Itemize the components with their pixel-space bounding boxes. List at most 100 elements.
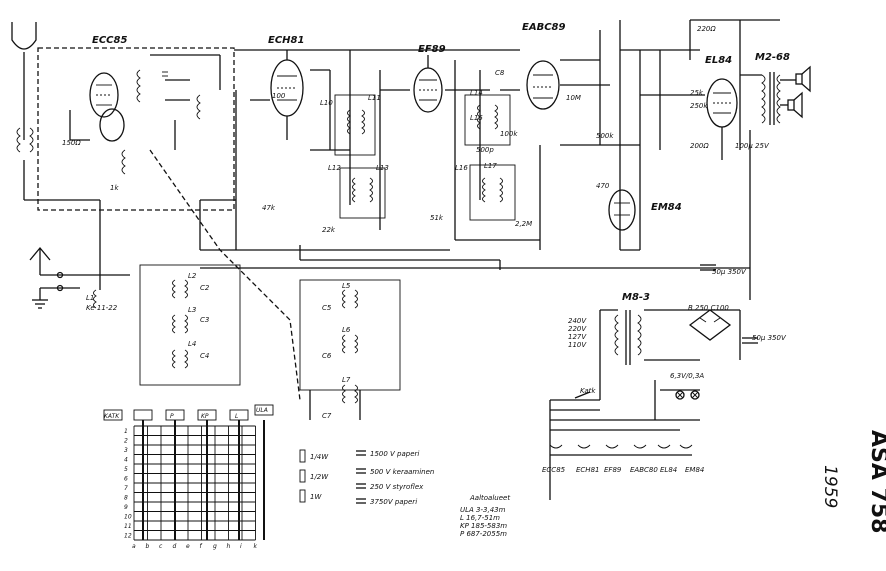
tuning-gang-link [149, 149, 301, 401]
table-row-number: 8 [124, 495, 128, 502]
model-title: ASA 758 [866, 430, 886, 533]
fil-ef89: EF89 [604, 466, 622, 474]
speaker-icon [780, 65, 811, 119]
table-col-label: h [227, 543, 231, 550]
table-row-number: 7 [124, 485, 128, 492]
tap-110: 110V [568, 341, 587, 349]
l11-label: L11 [368, 94, 381, 102]
fil-eabc80: EABC80 [630, 466, 658, 474]
bands-title: Aaltoalueet [469, 494, 510, 502]
el84-label: EL84 [705, 55, 732, 66]
cap1-value: 50µ 350V [712, 268, 747, 276]
r500k-label: 500k [596, 132, 614, 140]
ecc85-coils [69, 54, 221, 175]
table-row-number: 2 [124, 438, 128, 445]
filament-chain [549, 429, 693, 456]
fil-em84: EM84 [685, 466, 704, 474]
l4-label: L4 [188, 340, 196, 348]
c3-value: 100µ 25V [735, 142, 770, 150]
r220-label: 220Ω [697, 25, 716, 33]
table-col-label: g [213, 543, 217, 550]
lamp-label: 6,3V/0,3A [670, 372, 704, 380]
ext-antenna [29, 246, 90, 309]
r10m-label: 10M [566, 94, 581, 102]
l14-label: L14 [470, 89, 483, 97]
ecc85-tube [89, 72, 125, 142]
c7-label: C7 [322, 412, 332, 420]
table-col-label: a [132, 543, 136, 550]
r250k-label: 250k [690, 102, 708, 110]
m2-68-label: M2-68 [755, 52, 790, 63]
l6-label: L6 [342, 326, 351, 334]
table-head-kp: KP [201, 413, 209, 420]
r25k-label: 25k [690, 89, 704, 97]
table-col-label: i [240, 543, 242, 550]
r22k-label: 22k [322, 226, 336, 234]
table-row-number: 9 [124, 504, 128, 511]
table-head-ula: ULA [256, 407, 268, 414]
bridge-rectifier [688, 309, 732, 341]
table-col-label: e [186, 543, 190, 550]
ecc85-label: ECC85 [92, 35, 127, 46]
table-row-number: 11 [124, 523, 132, 530]
l17-label: L17 [484, 162, 497, 170]
band-l: L 16,7-51m [460, 514, 500, 522]
osc-coil-bank [299, 279, 401, 420]
eabc89-label: EABC89 [522, 22, 565, 33]
tap-127: 127V [568, 333, 587, 341]
table-col-label: b [146, 543, 150, 550]
fil-ech81: ECH81 [576, 466, 599, 474]
r200-label: 200Ω [690, 142, 709, 150]
table-row-number: 6 [124, 476, 128, 483]
table-col-label: c [159, 543, 163, 550]
cap-legend-3750: 3750V paperi [370, 498, 417, 506]
band-p: P 687-2055m [460, 530, 507, 538]
band-list: Aaltoalueet ULA 3-3,43m L 16,7-51m KP 18… [460, 494, 510, 538]
filter-cap-2 [742, 337, 758, 344]
cap-legend-250: 250 V styroflex [370, 483, 424, 491]
tap-220: 220V [568, 325, 587, 333]
c6-label: C6 [322, 352, 332, 360]
ef89-tube [413, 55, 443, 113]
r1k-label: 1k [110, 184, 119, 192]
katk-label: Katk [580, 387, 596, 395]
if-transformer-3 [464, 94, 511, 146]
capacitor-legend: 1500 V paperi 500 V keraaminen 250 V sty… [356, 450, 434, 506]
legend-quarter-w: 1/4W [310, 453, 329, 461]
mains-taps: 240V 220V 127V 110V [568, 317, 587, 349]
band-kp: KP 185-583m [460, 522, 507, 530]
table-head-katk: KATK [104, 413, 120, 420]
cap2-value: 50µ 350V [752, 334, 787, 342]
r22m-label: 2,2M [515, 220, 532, 228]
table-head-l: L [235, 413, 238, 420]
legend-one-w: 1W [310, 493, 322, 501]
el84-tube [706, 78, 738, 128]
output-transformer [761, 72, 781, 125]
dial-lamps [675, 390, 700, 400]
table-row-number: 5 [124, 466, 128, 473]
rf-coil-bank [139, 264, 241, 386]
tap-240: 240V [568, 317, 587, 325]
filament-tube-labels: ECC85 ECH81 EF89 EABC80 EL84 EM84 [542, 466, 704, 474]
if-transformer-4 [469, 164, 516, 221]
legend-half-w: 1/2W [310, 473, 329, 481]
ke-label: Ke 11-22 [86, 304, 118, 312]
l12-label: L12 [328, 164, 341, 172]
r51k-label: 51k [430, 214, 444, 222]
bridge-label: B 250 C100 [688, 304, 729, 312]
r100-label: 100 [272, 92, 286, 100]
ech81-label: ECH81 [268, 35, 304, 46]
r470-label: 470 [596, 182, 610, 190]
cap-legend-500: 500 V keraaminen [370, 468, 434, 476]
l1-coil [90, 200, 130, 309]
l3-label: L3 [188, 306, 196, 314]
l2-label: L2 [188, 272, 197, 280]
filter-cap-1 [700, 264, 716, 271]
if-coils [347, 104, 503, 203]
mains-switch: Katk [549, 380, 700, 500]
antenna-symbol [11, 22, 100, 201]
model-year: 1959 [820, 465, 840, 508]
l10-label: L10 [320, 99, 333, 107]
